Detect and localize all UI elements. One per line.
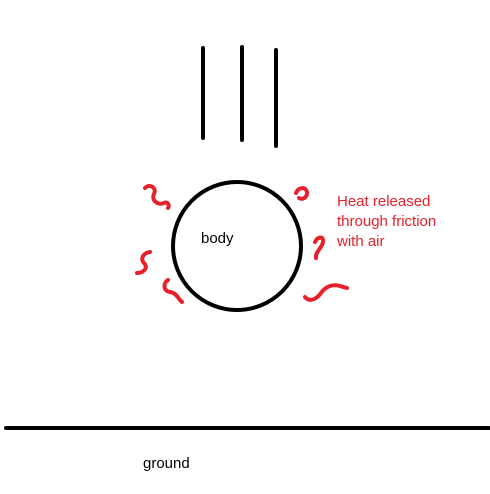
heat-label-line-2: through friction: [337, 213, 436, 230]
heat-squiggle-lower-right: [303, 283, 349, 302]
heat-label-line-1: Heat released: [337, 193, 430, 210]
heat-label-line-3: with air: [336, 233, 385, 250]
motion-lines: [201, 45, 278, 148]
heat-squiggles: [135, 183, 349, 304]
ground-label: ground: [143, 455, 190, 472]
body-label: body: [201, 230, 234, 247]
heat-squiggle-upper-right: [294, 186, 309, 201]
heat-squiggle-lower-left: [162, 278, 184, 304]
heat-squiggle-mid-left: [135, 250, 152, 275]
heat-annotation: Heat released through friction with air: [336, 193, 436, 250]
heat-squiggle-upper-left: [143, 183, 171, 210]
body-circle: [171, 180, 303, 312]
heat-squiggle-mid-right: [313, 235, 326, 260]
